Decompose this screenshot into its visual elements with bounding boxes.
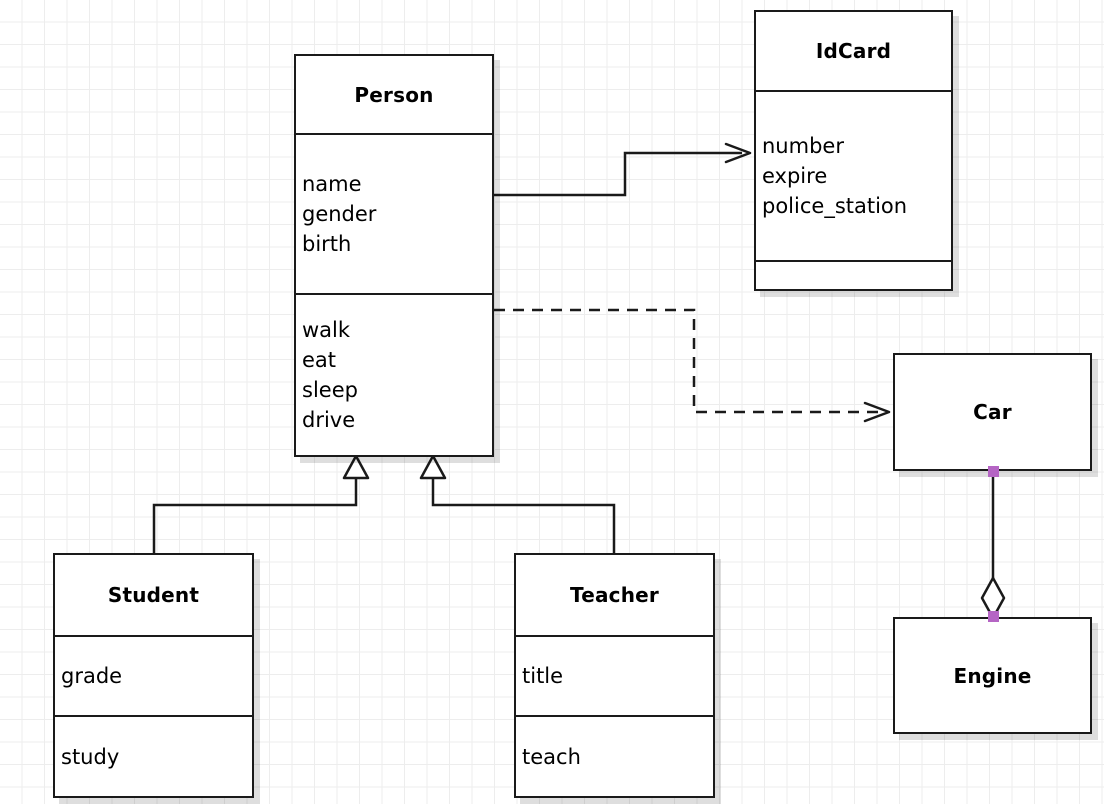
method-row: study <box>61 744 120 769</box>
attribute-row: number <box>762 134 844 158</box>
uml-class-student[interactable]: Student grade study <box>53 553 254 798</box>
attribute-row: police_station <box>762 194 908 218</box>
method-row: teach <box>522 744 581 769</box>
edge-teacher-person[interactable] <box>419 454 616 553</box>
method-row: eat <box>302 348 337 372</box>
class-methods-teacher: teach <box>516 715 713 796</box>
uml-class-person[interactable]: Person name gender birth walk eat sleep … <box>294 54 494 457</box>
uml-class-idcard[interactable]: IdCard number expire police_station <box>754 10 953 291</box>
class-attributes-student: grade <box>55 635 252 715</box>
method-row: sleep <box>302 378 358 402</box>
class-methods-idcard <box>756 260 951 289</box>
class-methods-student: study <box>55 715 252 796</box>
method-row: walk <box>302 318 351 342</box>
class-title-engine: Engine <box>953 663 1032 688</box>
attribute-row: title <box>522 664 564 688</box>
class-methods-person: walk eat sleep drive <box>296 293 492 455</box>
attribute-row: grade <box>61 664 123 688</box>
attribute-row: gender <box>302 202 377 226</box>
class-title-student: Student <box>107 583 200 607</box>
class-attributes-person: name gender birth <box>296 133 492 293</box>
attribute-row: expire <box>762 164 828 188</box>
method-row: drive <box>302 408 356 432</box>
uml-class-engine[interactable]: Engine <box>893 617 1092 734</box>
class-title-person: Person <box>354 82 434 107</box>
uml-class-teacher[interactable]: Teacher title teach <box>514 553 715 798</box>
class-title-idcard: IdCard <box>815 39 892 63</box>
selection-handle-engine-end[interactable] <box>988 611 999 622</box>
attribute-row: birth <box>302 232 352 256</box>
attribute-row: name <box>302 172 362 196</box>
class-attributes-idcard: number expire police_station <box>756 90 951 260</box>
edge-person-car[interactable] <box>494 308 891 423</box>
class-title-car: Car <box>973 400 1012 424</box>
edge-student-person[interactable] <box>152 454 370 553</box>
edge-car-engine[interactable] <box>980 471 1006 620</box>
selection-handle-car-end[interactable] <box>988 466 999 477</box>
uml-class-car[interactable]: Car <box>893 353 1092 471</box>
class-title-teacher: Teacher <box>570 583 659 607</box>
class-attributes-teacher: title <box>516 635 713 715</box>
edge-person-idcard[interactable] <box>494 142 752 197</box>
